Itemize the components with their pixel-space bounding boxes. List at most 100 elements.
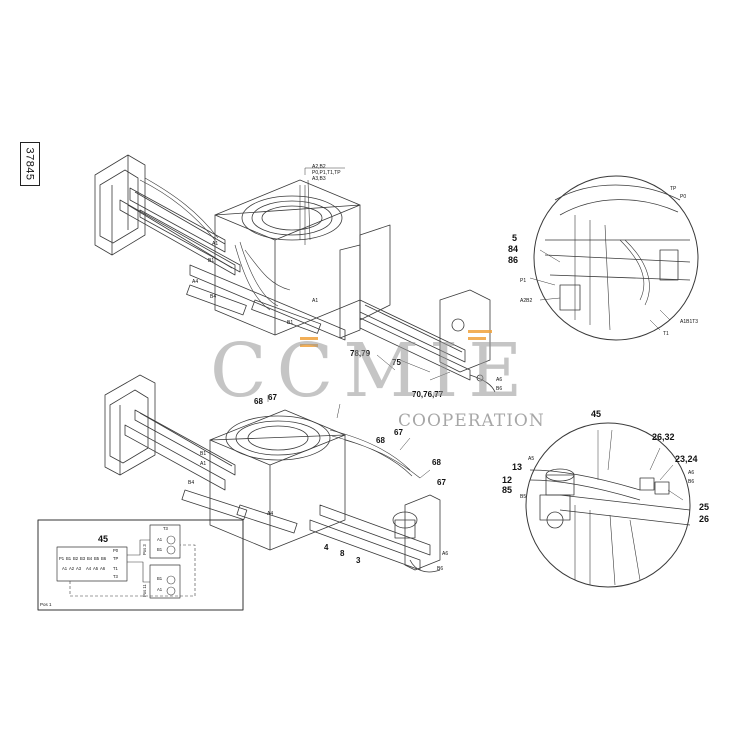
callout-67-a: 67 xyxy=(268,393,277,402)
callout-a4-bottom: A4 xyxy=(267,511,273,517)
svg-text:B3: B3 xyxy=(80,556,86,561)
callout-p0-detail: P0 xyxy=(680,194,686,200)
schematic-caption: Pos 1 xyxy=(40,602,52,607)
callout-85: 85 xyxy=(502,485,512,495)
svg-text:B2: B2 xyxy=(73,556,79,561)
schematic-block-pos11 xyxy=(149,564,181,599)
callout-a1-lower: A1 xyxy=(312,298,318,304)
callout-26-32: 26,32 xyxy=(652,432,675,442)
callout-a2b2-detail: A2B2 xyxy=(520,298,532,304)
callout-a5-detail: A5 xyxy=(528,456,534,462)
svg-text:T1: T1 xyxy=(113,566,119,571)
svg-text:P1: P1 xyxy=(59,556,65,561)
drawing-id-box: 37845 xyxy=(20,142,40,186)
svg-text:A1: A1 xyxy=(157,587,163,592)
bottom-assembly xyxy=(104,374,441,573)
callout-75: 75 xyxy=(392,358,401,367)
callout-a2b2: A2,B2 xyxy=(312,164,326,170)
callout-b6-detail: B6 xyxy=(688,479,694,485)
callout-b1-bottom: B1 xyxy=(200,451,206,457)
top-slewing-ring xyxy=(241,195,343,241)
callout-67-c: 67 xyxy=(437,478,446,487)
schematic-block-pos1 xyxy=(56,546,128,582)
callout-84: 84 xyxy=(508,244,518,254)
watermark-accent xyxy=(300,330,492,347)
callout-68-b: 68 xyxy=(376,436,385,445)
svg-text:T3: T3 xyxy=(113,574,119,579)
schematic-row2: A1 A2 A3 A4 A5 A6 T1 T3 xyxy=(62,566,119,579)
top-right-rail xyxy=(359,299,466,363)
callout-45-detail: 45 xyxy=(591,409,601,419)
detail-circle-bottom xyxy=(525,422,691,588)
callout-a6-top: A6 xyxy=(496,377,502,383)
callout-a4: A4 xyxy=(192,279,198,285)
detail-bottom-right xyxy=(525,422,691,588)
callout-b6-top: B6 xyxy=(496,386,502,392)
callout-a1-bottom: A1 xyxy=(200,461,206,467)
callout-13: 13 xyxy=(512,462,522,472)
callout-70-76-77: 70,76,77 xyxy=(412,390,444,399)
callout-78-79: 78,79 xyxy=(350,349,371,358)
schematic-box xyxy=(37,519,244,611)
callout-p0p1t1tp: P0,P1,T1,TP xyxy=(312,170,341,176)
svg-text:A3: A3 xyxy=(76,566,82,571)
callout-b4: B4 xyxy=(210,294,216,300)
svg-text:B1: B1 xyxy=(157,547,163,552)
svg-text:B1: B1 xyxy=(157,576,163,581)
detail-top-right xyxy=(529,175,699,341)
svg-text:Pos 3: Pos 3 xyxy=(142,544,147,555)
svg-text:P0: P0 xyxy=(113,548,119,553)
callout-b6-bottom: B6 xyxy=(437,566,443,572)
svg-text:A5: A5 xyxy=(93,566,99,571)
callout-b4-bottom: B4 xyxy=(188,480,194,486)
callout-t1-detail: T1 xyxy=(663,331,669,337)
svg-text:B1: B1 xyxy=(66,556,72,561)
svg-text:A4: A4 xyxy=(86,566,92,571)
callout-a3b3: A3,B3 xyxy=(312,176,326,182)
callout-12: 12 xyxy=(502,475,512,485)
callout-8: 8 xyxy=(340,549,345,558)
callout-b1: B1 xyxy=(208,258,214,264)
callout-b1-lower: B1 xyxy=(287,320,293,326)
bottom-central-housing xyxy=(209,409,346,551)
svg-text:T3: T3 xyxy=(163,526,169,531)
callout-68-a: 68 xyxy=(254,397,263,406)
callout-67-b: 67 xyxy=(394,428,403,437)
callout-68-c: 68 xyxy=(432,458,441,467)
svg-text:A2: A2 xyxy=(69,566,75,571)
schematic-number: 45 xyxy=(98,534,108,544)
svg-text:A1: A1 xyxy=(62,566,68,571)
svg-text:Pos 11: Pos 11 xyxy=(142,584,147,597)
top-left-rail xyxy=(129,187,226,253)
watermark-sub: COOPERATION xyxy=(398,411,545,431)
callout-26: 26 xyxy=(699,514,709,524)
top-right-end-plate xyxy=(439,289,491,373)
svg-text:A6: A6 xyxy=(100,566,106,571)
bottom-slewing-ring xyxy=(225,415,331,461)
callout-3: 3 xyxy=(356,556,361,565)
detail-circle-top xyxy=(533,175,699,341)
svg-text:TP: TP xyxy=(113,556,119,561)
callout-a6-detail: A6 xyxy=(688,470,694,476)
callout-23-24: 23,24 xyxy=(675,454,698,464)
svg-text:A1: A1 xyxy=(157,537,163,542)
callout-p1-detail: P1 xyxy=(520,278,526,284)
bottom-left-frame xyxy=(104,374,156,476)
top-assembly xyxy=(94,154,496,393)
watermark-main: CCMIE xyxy=(210,328,533,414)
callout-b5-detail: B5 xyxy=(520,494,526,500)
callout-25: 25 xyxy=(699,502,709,512)
callout-tp-detail: TP xyxy=(670,186,677,192)
callout-a1: A1 xyxy=(212,241,218,247)
svg-text:B6: B6 xyxy=(101,556,107,561)
callout-5: 5 xyxy=(512,233,517,243)
callout-a1b1t3-detail: A1B1T3 xyxy=(680,319,698,325)
callout-86: 86 xyxy=(508,255,518,265)
schematic-block-pos3 xyxy=(149,524,181,559)
schematic-right-labels: T3 A1 B1 Pos 3 B1 A1 Pos 11 xyxy=(142,526,169,597)
callout-a6-bottom: A6 xyxy=(442,551,448,557)
schematic-row1: P1 B1 B2 B3 B4 B5 B6 TP P0 xyxy=(59,548,119,561)
svg-text:B4: B4 xyxy=(87,556,93,561)
